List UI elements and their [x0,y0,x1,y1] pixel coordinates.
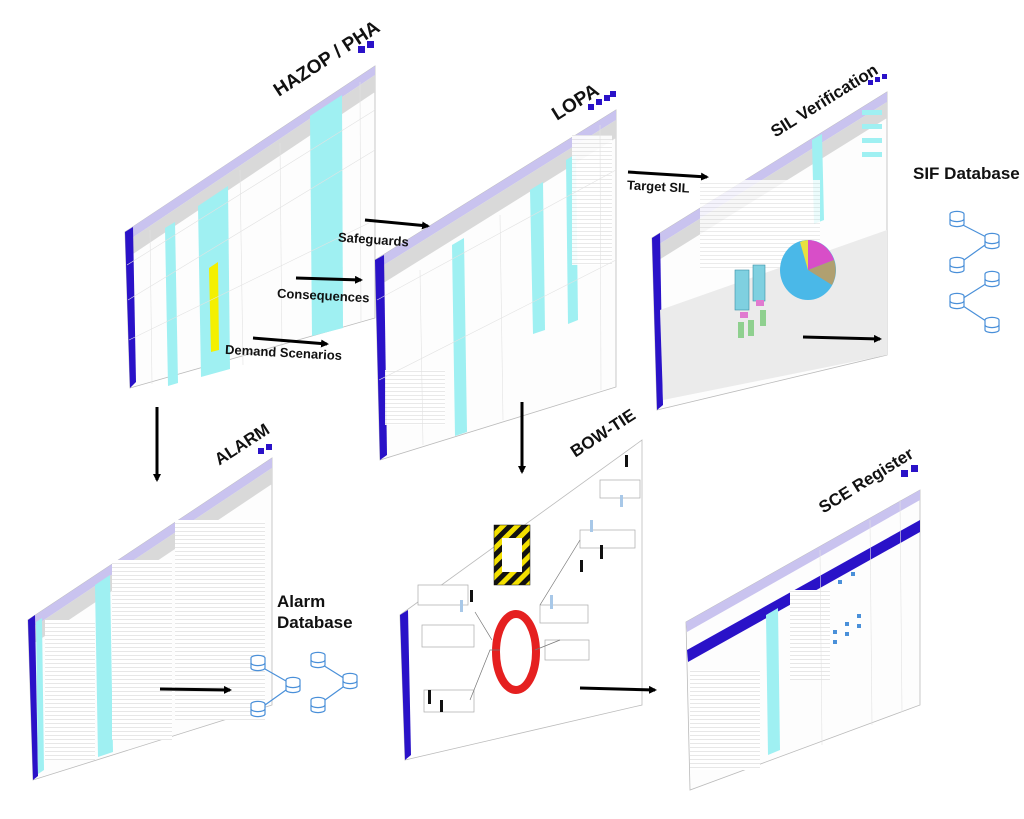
target-sil-label: Target SIL [626,177,690,196]
alarm-database-title: Alarm Database [277,591,353,633]
alarm-panel [27,444,273,781]
alarm-database-title-line1: Alarm [277,592,326,611]
flow-arrows [153,170,882,694]
lopa-panel [374,91,617,461]
alarm-database-icon [250,651,358,718]
bowtie-panel [399,439,643,761]
sif-database-title: SIF Database [913,164,1020,183]
hazop-panel [124,41,376,389]
sif-database-icon [949,210,1000,334]
sce-panel [685,465,921,791]
alarm-database-title-line2: Database [277,613,353,632]
sil-panel [651,74,888,411]
